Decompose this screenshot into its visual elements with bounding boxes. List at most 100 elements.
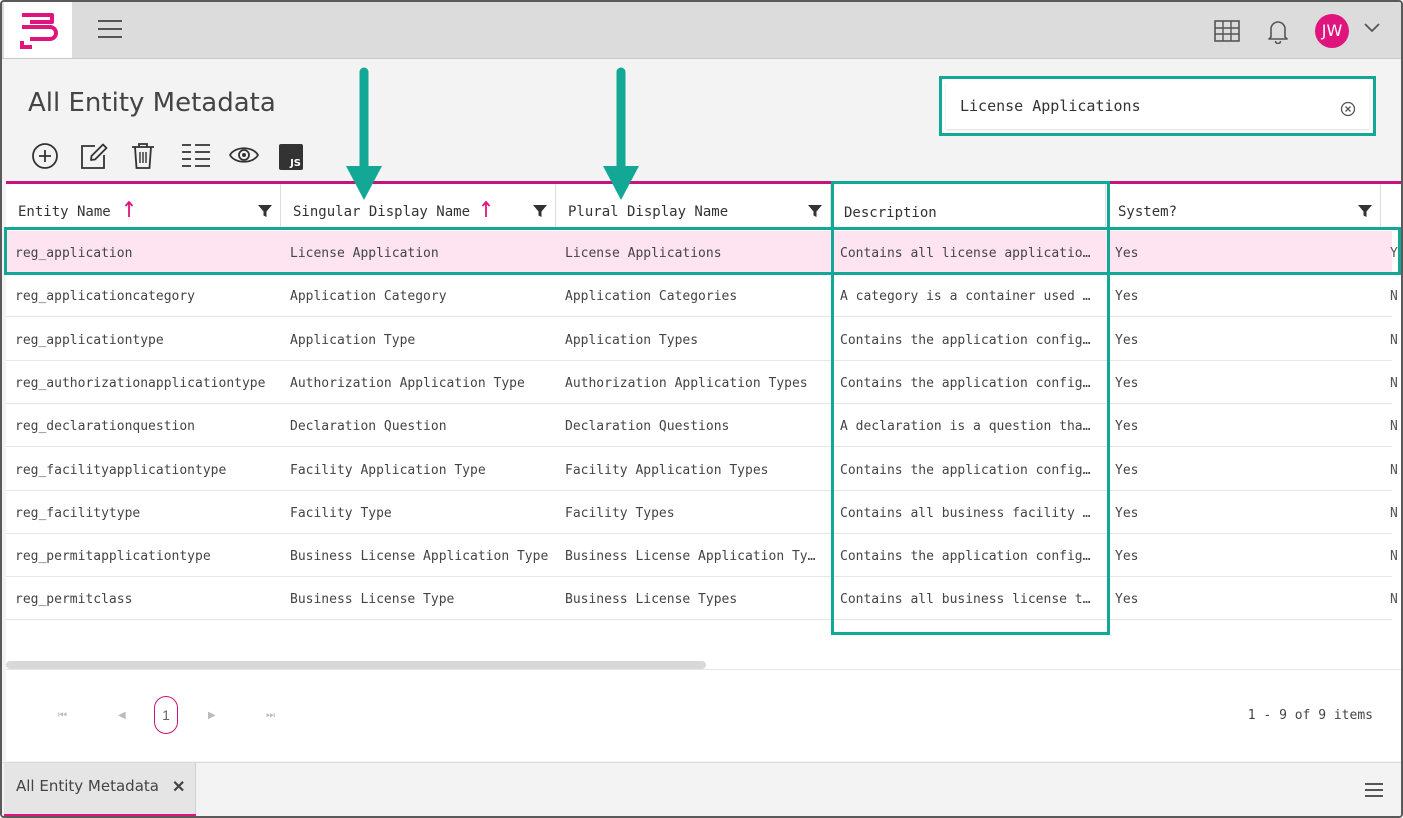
grid-header: Entity Name Singular Display Name Plural — [6, 184, 1401, 228]
cell-singular-display-name: Facility Application Type — [290, 462, 486, 478]
clear-search-icon[interactable] — [1340, 101, 1356, 117]
active-tab-indicator — [4, 814, 196, 816]
column-header-label: System? — [1118, 204, 1178, 220]
cell-plural-display-name: Application Types — [565, 332, 699, 348]
search-highlight — [939, 76, 1376, 136]
cell-entity-name: reg_facilityapplicationtype — [15, 462, 227, 478]
menu-toggle-button[interactable] — [98, 20, 122, 40]
horizontal-scrollbar-thumb[interactable] — [6, 661, 706, 669]
column-header-plural-display-name[interactable]: Plural Display Name — [556, 184, 831, 228]
logo-icon — [20, 13, 58, 49]
cell-system: Yes — [1115, 549, 1139, 565]
cell-singular-display-name: Business License Application Type — [290, 549, 549, 565]
cell-overflow: N — [1390, 375, 1398, 391]
last-page-icon[interactable]: ⏭ — [266, 710, 275, 721]
js-icon-label: JS — [290, 158, 301, 169]
app-logo[interactable] — [4, 2, 72, 58]
column-header-system[interactable]: System? — [1106, 184, 1381, 228]
cell-description: A declaration is a question that the app… — [840, 419, 1096, 435]
column-header-label: Entity Name — [18, 204, 111, 220]
chevron-down-icon[interactable] — [1363, 22, 1381, 34]
cell-overflow: N — [1390, 332, 1398, 348]
cell-plural-display-name: Facility Types — [565, 505, 675, 521]
column-header-label: Description — [844, 205, 937, 221]
edit-icon[interactable] — [79, 142, 109, 170]
cell-description: Contains the application configuration. — [840, 332, 1096, 348]
cell-singular-display-name: Application Type — [290, 332, 416, 348]
pager-info: 1 - 9 of 9 items — [1247, 708, 1373, 723]
cell-singular-display-name: Business License Type — [290, 592, 455, 608]
sort-ascending-icon[interactable] — [124, 200, 134, 218]
cell-entity-name: reg_application — [15, 246, 133, 261]
sort-ascending-icon[interactable] — [481, 200, 491, 218]
tab-label: All Entity Metadata — [16, 777, 159, 795]
next-page-icon[interactable]: ▶ — [208, 710, 216, 721]
cell-plural-display-name: Business License Application Types — [565, 549, 823, 565]
apps-grid-icon[interactable] — [1214, 20, 1240, 42]
cell-description: Contains all license applications submit… — [840, 246, 1096, 261]
page-number-button[interactable]: 1 — [154, 696, 178, 734]
cell-singular-display-name: Authorization Application Type — [290, 375, 525, 391]
table-row[interactable]: reg_applicationtype Application Type Appli… — [6, 318, 1398, 361]
cell-plural-display-name: License Applications — [565, 246, 722, 261]
cell-overflow: N — [1390, 549, 1398, 565]
columns-icon[interactable] — [181, 142, 211, 168]
cell-system: Yes — [1115, 246, 1139, 261]
first-page-icon[interactable]: ⏮ — [58, 710, 67, 721]
cell-description: A category is a container used to group … — [840, 289, 1096, 305]
tab-bar: All Entity Metadata ✕ — [2, 762, 1401, 816]
cell-system: Yes — [1115, 332, 1139, 348]
entity-grid: Entity Name Singular Display Name Plural — [6, 181, 1401, 669]
cell-plural-display-name: Business License Types — [565, 592, 738, 608]
cell-system: Yes — [1115, 592, 1139, 608]
column-header-entity-name[interactable]: Entity Name — [6, 184, 281, 228]
cell-overflow: Y — [1390, 246, 1398, 261]
table-row[interactable]: reg_facilityapplicationtype Facility Appl… — [6, 448, 1398, 491]
cell-description: Contains the application configuration. — [840, 549, 1096, 565]
cell-entity-name: reg_applicationtype — [15, 332, 164, 348]
top-bar: JW — [2, 2, 1401, 59]
cell-description: Contains the application configuration. — [840, 375, 1096, 391]
bell-icon[interactable] — [1266, 18, 1290, 44]
cell-plural-display-name: Authorization Application Types — [565, 375, 808, 391]
cell-system: Yes — [1115, 419, 1139, 435]
add-icon[interactable] — [31, 142, 59, 170]
filter-icon[interactable] — [1358, 204, 1372, 218]
filter-icon[interactable] — [533, 204, 547, 218]
tab-all-entity-metadata[interactable]: All Entity Metadata ✕ — [4, 763, 196, 816]
cell-entity-name: reg_authorizationapplicationtype — [15, 375, 266, 391]
search-input[interactable] — [946, 83, 1369, 129]
cell-plural-display-name: Application Categories — [565, 289, 738, 305]
column-header-description[interactable]: Description — [831, 184, 1106, 228]
column-header-label: Singular Display Name — [293, 204, 471, 220]
cell-description: Contains all business facility license t… — [840, 505, 1096, 521]
cell-description: Contains the application configuration. — [840, 462, 1096, 478]
cell-system: Yes — [1115, 462, 1139, 478]
cell-singular-display-name: Facility Type — [290, 505, 392, 521]
previous-page-icon[interactable]: ◀ — [118, 710, 126, 721]
user-avatar[interactable]: JW — [1315, 14, 1349, 48]
filter-icon[interactable] — [258, 204, 272, 218]
cell-entity-name: reg_applicationcategory — [15, 289, 196, 305]
close-tab-icon[interactable]: ✕ — [172, 779, 186, 796]
pager: ⏮ ◀ 1 ▶ ⏭ 1 - 9 of 9 items — [6, 669, 1401, 761]
delete-icon[interactable] — [130, 142, 156, 170]
filter-icon[interactable] — [808, 204, 822, 218]
table-row[interactable]: reg_authorizationapplicationtype Authoriz… — [6, 361, 1398, 404]
view-icon[interactable] — [228, 142, 260, 168]
cell-singular-display-name: Declaration Question — [290, 419, 447, 435]
cell-plural-display-name: Facility Application Types — [565, 462, 769, 478]
cell-overflow: N — [1390, 419, 1398, 435]
js-icon[interactable]: JS — [279, 144, 303, 170]
column-header-singular-display-name[interactable]: Singular Display Name — [281, 184, 556, 228]
table-row[interactable]: reg_applicationcategory Application Categ… — [6, 274, 1398, 318]
tab-menu-icon[interactable] — [1365, 783, 1383, 801]
cell-description: Contains all business license types. — [840, 592, 1096, 608]
cell-system: Yes — [1115, 375, 1139, 391]
